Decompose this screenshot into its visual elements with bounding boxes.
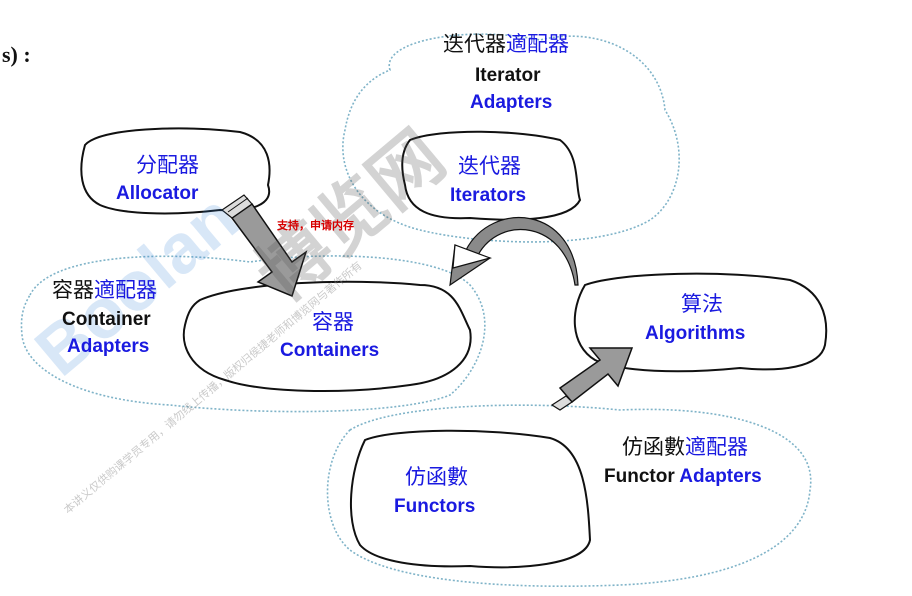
iterator-adapters-zh: 迭代器適配器 [443,34,569,55]
functor-adapters-en-part2: Adapters [679,466,762,487]
container-adapters-zh-part1: 容器 [52,278,94,302]
functor-adapters-en-part1: Functor [604,466,675,487]
iterator-adapters-en-line1: Iterator [475,65,541,86]
functors-zh: 仿函數 [405,465,468,489]
iterators-en: Iterators [450,185,527,206]
container-adapters-cloud [20,255,486,413]
allocator-en: Allocator [116,183,199,204]
partial-heading: s) : [2,42,31,67]
containers-en: Containers [280,340,380,361]
allocator-to-containers-arrow [220,194,308,298]
container-adapters-zh-part2: 適配器 [94,278,157,302]
container-adapters-zh: 容器適配器 [52,280,157,301]
containers-cloud [182,280,472,393]
functor-adapters-zh-part2: 適配器 [685,435,748,459]
iterators-zh: 迭代器 [458,154,521,178]
iterator-adapters-zh-part1: 迭代器 [443,32,506,56]
iterator-adapters-en-line2: Adapters [470,92,553,113]
functor-adapters-zh: 仿函數適配器 [622,437,748,458]
iterators-cloud [401,130,582,221]
algorithms-zh: 算法 [681,292,723,316]
allocator-cloud [80,127,271,215]
functor-adapters-zh-part1: 仿函數 [622,435,685,459]
iterator-adapters-cloud [342,33,680,243]
functors-cloud [350,429,592,569]
functors-en: Functors [394,496,476,517]
functor-adapters-en: Functor Adapters [604,467,762,486]
container-adapters-en-line1: Container [62,309,151,330]
iterator-adapters-zh-part2: 適配器 [506,32,569,56]
algorithms-en: Algorithms [645,323,746,344]
iterators-to-containers-arrow [449,217,579,287]
containers-zh: 容器 [312,310,354,334]
container-adapters-en-line2: Adapters [67,336,150,357]
algorithms-cloud [573,272,828,373]
allocator-annotation: 支持，申请内存 [277,219,354,232]
allocator-zh: 分配器 [136,153,199,177]
functors-to-algorithms-arrow [550,347,634,411]
